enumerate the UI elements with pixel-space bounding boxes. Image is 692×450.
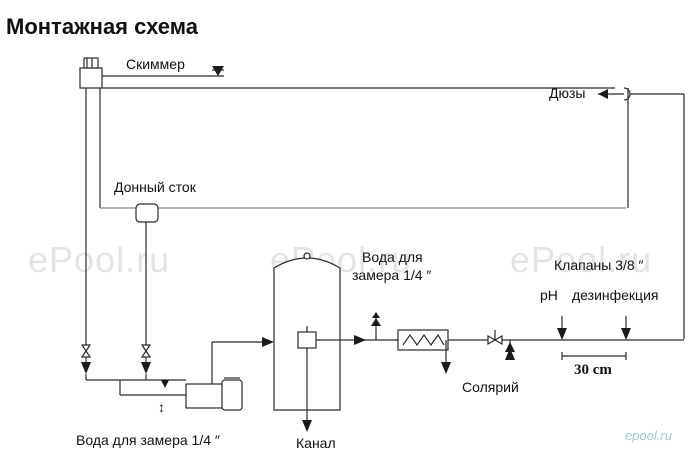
water-sample-top-label-line1: Вода для [362,249,423,265]
corner-watermark: epool.ru [625,428,672,443]
solarium-valve-icon [487,330,503,346]
sample-valve-bottom-icon: ↕ [158,399,165,415]
ph-label: pH [540,287,558,303]
skimmer [79,57,103,89]
watermark-right: ePool.ru [510,239,652,280]
bottom-drain-icon [135,203,159,223]
distance-label: 30 cm [574,362,612,378]
drain-valve-icon [140,344,152,358]
page-title: Монтажная схема [6,14,199,39]
water-level-icon [212,66,224,76]
water-sample-bottom-label: Вода для замера 1/4 ″ [76,432,220,448]
heater-icon [397,329,449,351]
filter-icon [273,252,341,411]
bottom-drain-label: Донный сток [114,179,197,195]
nozzles-label: Дюзы [549,85,585,101]
nozzle-icon [623,87,631,101]
water-sample-top-label-line2: замера 1/4 ″ [352,267,431,283]
disinfection-dosing-arrow [621,328,631,340]
watermark-left: ePool.ru [28,239,170,280]
disinfection-label: дезинфекция [572,287,658,303]
ph-dosing-arrow [557,328,567,340]
valves-label: Клапаны 3/8 ″ [554,257,644,273]
nozzle-arrow [598,89,608,99]
drain-channel-label: Канал [296,435,336,450]
skimmer-valve-icon [80,344,92,358]
solarium-label: Солярий [462,379,519,395]
pump-icon [185,377,243,411]
skimmer-label: Скиммер [126,56,185,72]
sample-valve-top-icon [371,318,381,326]
